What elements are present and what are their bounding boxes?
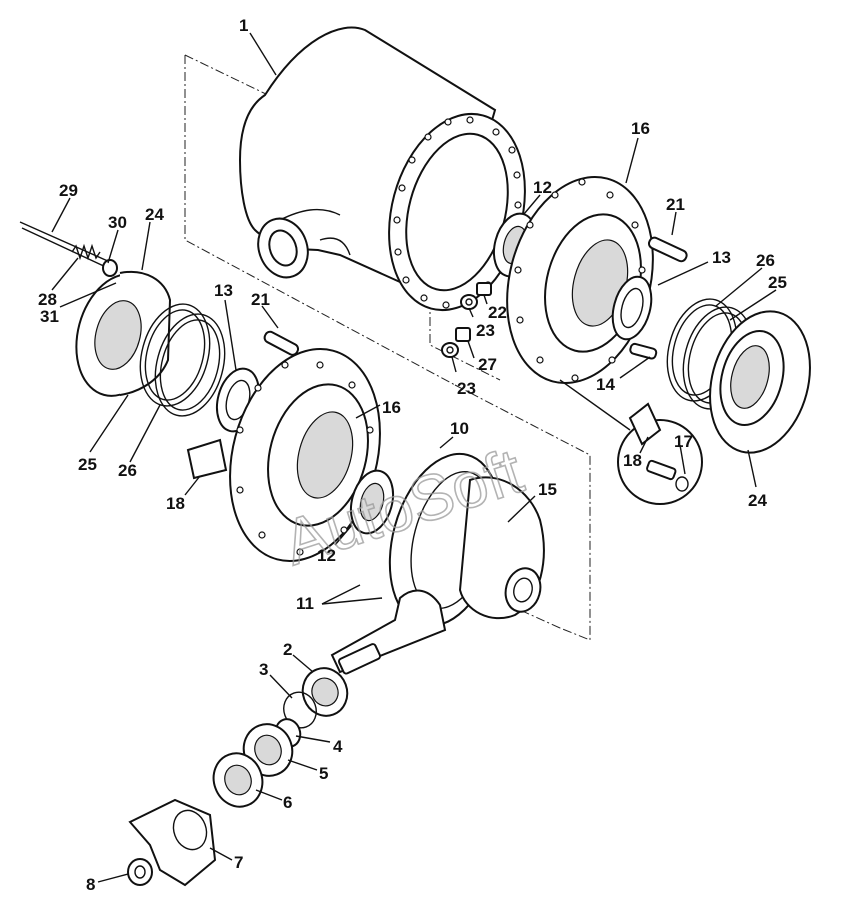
yoke-flange-7 [128,798,217,887]
callout-16: 16 [382,398,401,417]
callout-2: 2 [283,640,292,659]
callout-13: 13 [712,248,731,267]
callout-25: 25 [78,455,97,474]
nut-8 [127,858,153,886]
axle-housing [238,26,526,312]
callout-14: 14 [596,375,615,394]
callout-28: 28 [38,290,57,309]
callout-6: 6 [283,793,292,812]
cover-right [709,310,811,454]
callout-5: 5 [319,764,328,783]
plug-22 [476,282,492,296]
shim-left [139,303,211,407]
pin-14 [629,342,658,360]
rod-29 [19,221,111,269]
callout-17: 17 [674,432,693,451]
callout-23: 23 [476,321,495,340]
callout-8: 8 [86,875,95,894]
callout-31: 31 [40,307,59,326]
callout-24: 24 [748,491,767,510]
callout-27: 27 [478,355,497,374]
differential-case [458,476,545,620]
callout-18: 18 [623,451,642,470]
callout-29: 29 [59,181,78,200]
callout-12: 12 [317,546,336,565]
bearing-left [349,469,395,535]
callout-18: 18 [166,494,185,513]
callout-7: 7 [234,853,243,872]
callout-10: 10 [450,419,469,438]
callout-23: 23 [457,379,476,398]
drive-pinion [330,589,447,675]
callout-3: 3 [259,660,268,679]
callout-21: 21 [666,195,685,214]
detail-inset [559,379,703,505]
washer-23-upper [460,294,478,310]
callout-21: 21 [251,290,270,309]
callout-1: 1 [239,16,248,35]
callout-16: 16 [631,119,650,138]
pinion-bearing-2 [301,667,349,717]
callout-12: 12 [533,178,552,197]
plug-27 [455,327,471,342]
callout-24: 24 [145,205,164,224]
callout-15: 15 [538,480,557,499]
ring-nut-right [611,275,653,341]
callout-25: 25 [768,273,787,292]
pin-left [263,330,300,356]
callout-labels: 1 12 16 21 13 26 25 14 17 18 24 22 23 27… [38,16,787,894]
callout-26: 26 [118,461,137,480]
callout-30: 30 [108,213,127,232]
callout-13: 13 [214,281,233,300]
washer-23-lower [441,342,459,358]
assembly-outline [184,54,591,641]
bearing-carrier-left [229,348,381,562]
callout-22: 22 [488,303,507,322]
pin-right [647,236,688,263]
spring-28 [71,243,101,261]
leader-lines [51,32,777,883]
cover-left [75,270,172,397]
o-ring-left [154,313,226,417]
snap-ring-3 [283,691,317,729]
seal-6 [212,752,264,808]
callout-4: 4 [333,737,343,756]
callout-11: 11 [296,594,314,613]
cap-30 [102,259,118,277]
callout-26: 26 [756,251,775,270]
cap-18-left [186,438,228,480]
